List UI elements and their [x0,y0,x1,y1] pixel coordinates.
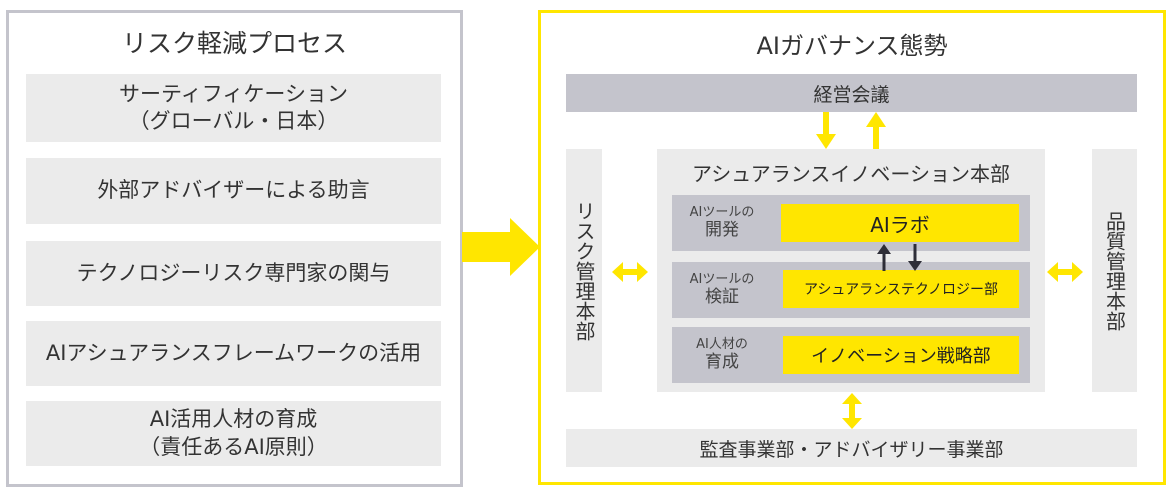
row-label: AIツールの 開発 [672,195,772,251]
row-label-line1: AI人材の [696,336,748,352]
item-line2: （責任あるAI原則） [139,434,328,459]
management-meeting-label: 経営会議 [813,83,890,106]
quality-management-division: 品質管理本部 [1092,149,1137,392]
left-item-ai-assurance-framework: AIアシュアランスフレームワークの活用 [26,321,441,386]
innovation-strategy-label: イノベーション戦略部 [811,346,991,367]
row-label-line1: AIツールの [689,271,755,287]
arrow-up-icon [877,244,891,271]
item-line1: 外部アドバイザーによる助言 [97,178,370,203]
ai-lab-label: AIラボ [870,212,930,237]
item-line1: テクノロジーリスク専門家の関与 [76,260,391,285]
row-label: AI人材の 育成 [672,327,772,383]
arrow-right-icon [462,218,540,276]
innovation-strategy-box: イノベーション戦略部 [783,336,1019,374]
arrow-down-icon [816,112,836,149]
arrow-up-down-icon [842,393,862,429]
ai-governance-title: AIガバナンス態勢 [756,32,948,60]
quality-management-label: 品質管理本部 [1102,210,1127,331]
item-line1: AIアシュアランスフレームワークの活用 [45,340,422,365]
risk-management-division: リスク管理本部 [566,149,602,392]
row-label-line1: AIツールの [689,204,755,220]
row-ai-tool-verification: AIツールの 検証 アシュアランステクノロジー部 [672,262,1030,318]
row-label-line2: 開発 [705,219,739,240]
item-line2: （グローバル・日本） [128,109,339,133]
audit-advisory-division-bar: 監査事業部・アドバイザリー事業部 [566,429,1137,467]
row-label: AIツールの 検証 [672,262,772,318]
arrow-left-right-icon [612,262,648,282]
arrow-up-icon [866,112,886,149]
item-line1: サーティフィケーション [119,81,348,106]
arrow-down-icon [908,244,922,271]
row-label-line2: 育成 [705,351,739,372]
risk-management-label: リスク管理本部 [572,200,596,341]
left-item-ai-talent: AI活用人材の育成 （責任あるAI原則） [26,401,441,466]
assurance-technology-label: アシュアランステクノロジー部 [803,282,999,298]
management-meeting-bar: 経営会議 [566,74,1137,112]
left-item-certification: サーティフィケーション （グローバル・日本） [26,74,441,142]
risk-mitigation-title: リスク軽減プロセス [121,29,347,58]
assurance-technology-box: アシュアランステクノロジー部 [783,270,1019,308]
left-item-tech-risk-expert: テクノロジーリスク専門家の関与 [26,241,441,306]
row-ai-tool-development: AIツールの 開発 AIラボ [672,195,1030,251]
arrow-left-right-icon [1047,262,1083,282]
item-line1: AI活用人材の育成 [149,407,318,432]
assurance-innovation-title: アシュアランスイノベーション本部 [692,162,1010,186]
ai-lab-box: AIラボ [781,204,1019,242]
audit-advisory-label: 監査事業部・アドバイザリー事業部 [699,438,1004,461]
left-item-external-advisor: 外部アドバイザーによる助言 [26,158,441,224]
row-ai-talent-development: AI人材の 育成 イノベーション戦略部 [672,327,1030,383]
row-label-line2: 検証 [705,286,739,307]
